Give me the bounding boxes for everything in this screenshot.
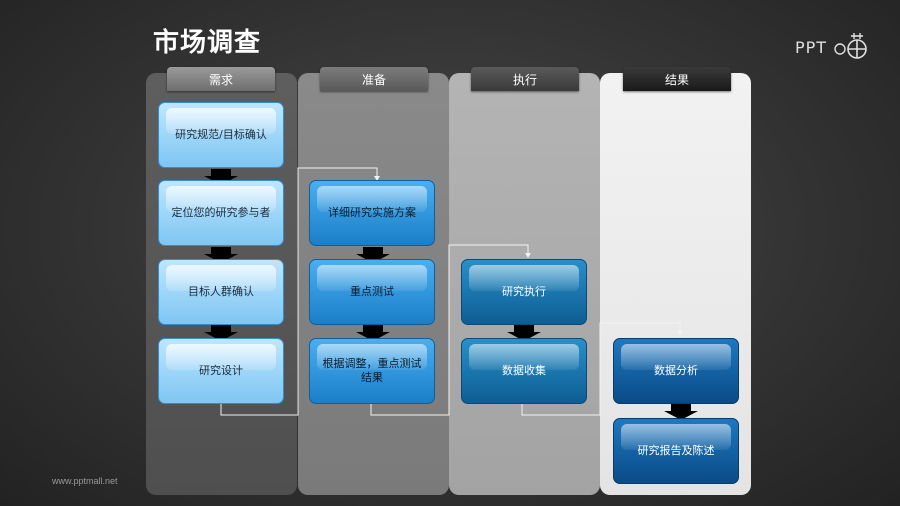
logo-text: PPT bbox=[795, 38, 828, 57]
lane-header-result: 结果 bbox=[623, 67, 731, 91]
step-research-spec: 研究规范/目标确认 bbox=[158, 102, 284, 168]
footer-url: www.pptmall.net bbox=[52, 476, 118, 486]
connector-line bbox=[370, 244, 529, 416]
step-label: 根据调整，重点测试结果 bbox=[322, 357, 422, 384]
step-label: 重点测试 bbox=[350, 285, 394, 298]
step-label: 数据分析 bbox=[654, 364, 698, 377]
arrow-head-icon bbox=[525, 253, 531, 258]
arrow-down-icon bbox=[356, 247, 390, 263]
arrow-down-icon bbox=[664, 404, 698, 420]
step-detailed-plan: 详细研究实施方案 bbox=[309, 180, 435, 246]
arrow-down-icon bbox=[204, 247, 238, 263]
step-label: 研究报告及陈述 bbox=[637, 444, 715, 457]
step-target-group: 目标人群确认 bbox=[158, 259, 284, 325]
step-label: 研究规范/目标确认 bbox=[175, 128, 267, 141]
step-data-collection: 数据收集 bbox=[461, 338, 587, 404]
lane-header-preparation: 准备 bbox=[320, 67, 428, 91]
logo-icon bbox=[834, 33, 867, 59]
step-label: 研究设计 bbox=[199, 364, 243, 377]
arrow-down-icon bbox=[204, 169, 238, 185]
lane-header-requirement: 需求 bbox=[167, 67, 275, 91]
step-data-analysis: 数据分析 bbox=[613, 338, 739, 404]
arrow-down-icon bbox=[507, 325, 541, 341]
step-label: 定位您的研究参与者 bbox=[171, 206, 271, 219]
step-label: 详细研究实施方案 bbox=[328, 206, 416, 219]
page-title: 市场调查 bbox=[153, 28, 262, 58]
step-research-execution: 研究执行 bbox=[461, 259, 587, 325]
step-label: 数据收集 bbox=[502, 364, 546, 377]
step-report: 研究报告及陈述 bbox=[613, 418, 739, 484]
connector-line bbox=[220, 167, 378, 416]
arrow-head-icon bbox=[677, 331, 683, 336]
step-key-test: 重点测试 bbox=[309, 259, 435, 325]
arrow-down-icon bbox=[356, 325, 390, 341]
lane-header-execution: 执行 bbox=[471, 67, 579, 91]
arrow-down-icon bbox=[204, 325, 238, 341]
connector-line bbox=[521, 322, 681, 416]
step-adjust-results: 根据调整，重点测试结果 bbox=[309, 338, 435, 404]
arrow-head-icon bbox=[374, 176, 380, 181]
step-locate-participants: 定位您的研究参与者 bbox=[158, 180, 284, 246]
step-label: 目标人群确认 bbox=[188, 285, 254, 298]
step-label: 研究执行 bbox=[502, 285, 546, 298]
step-research-design: 研究设计 bbox=[158, 338, 284, 404]
